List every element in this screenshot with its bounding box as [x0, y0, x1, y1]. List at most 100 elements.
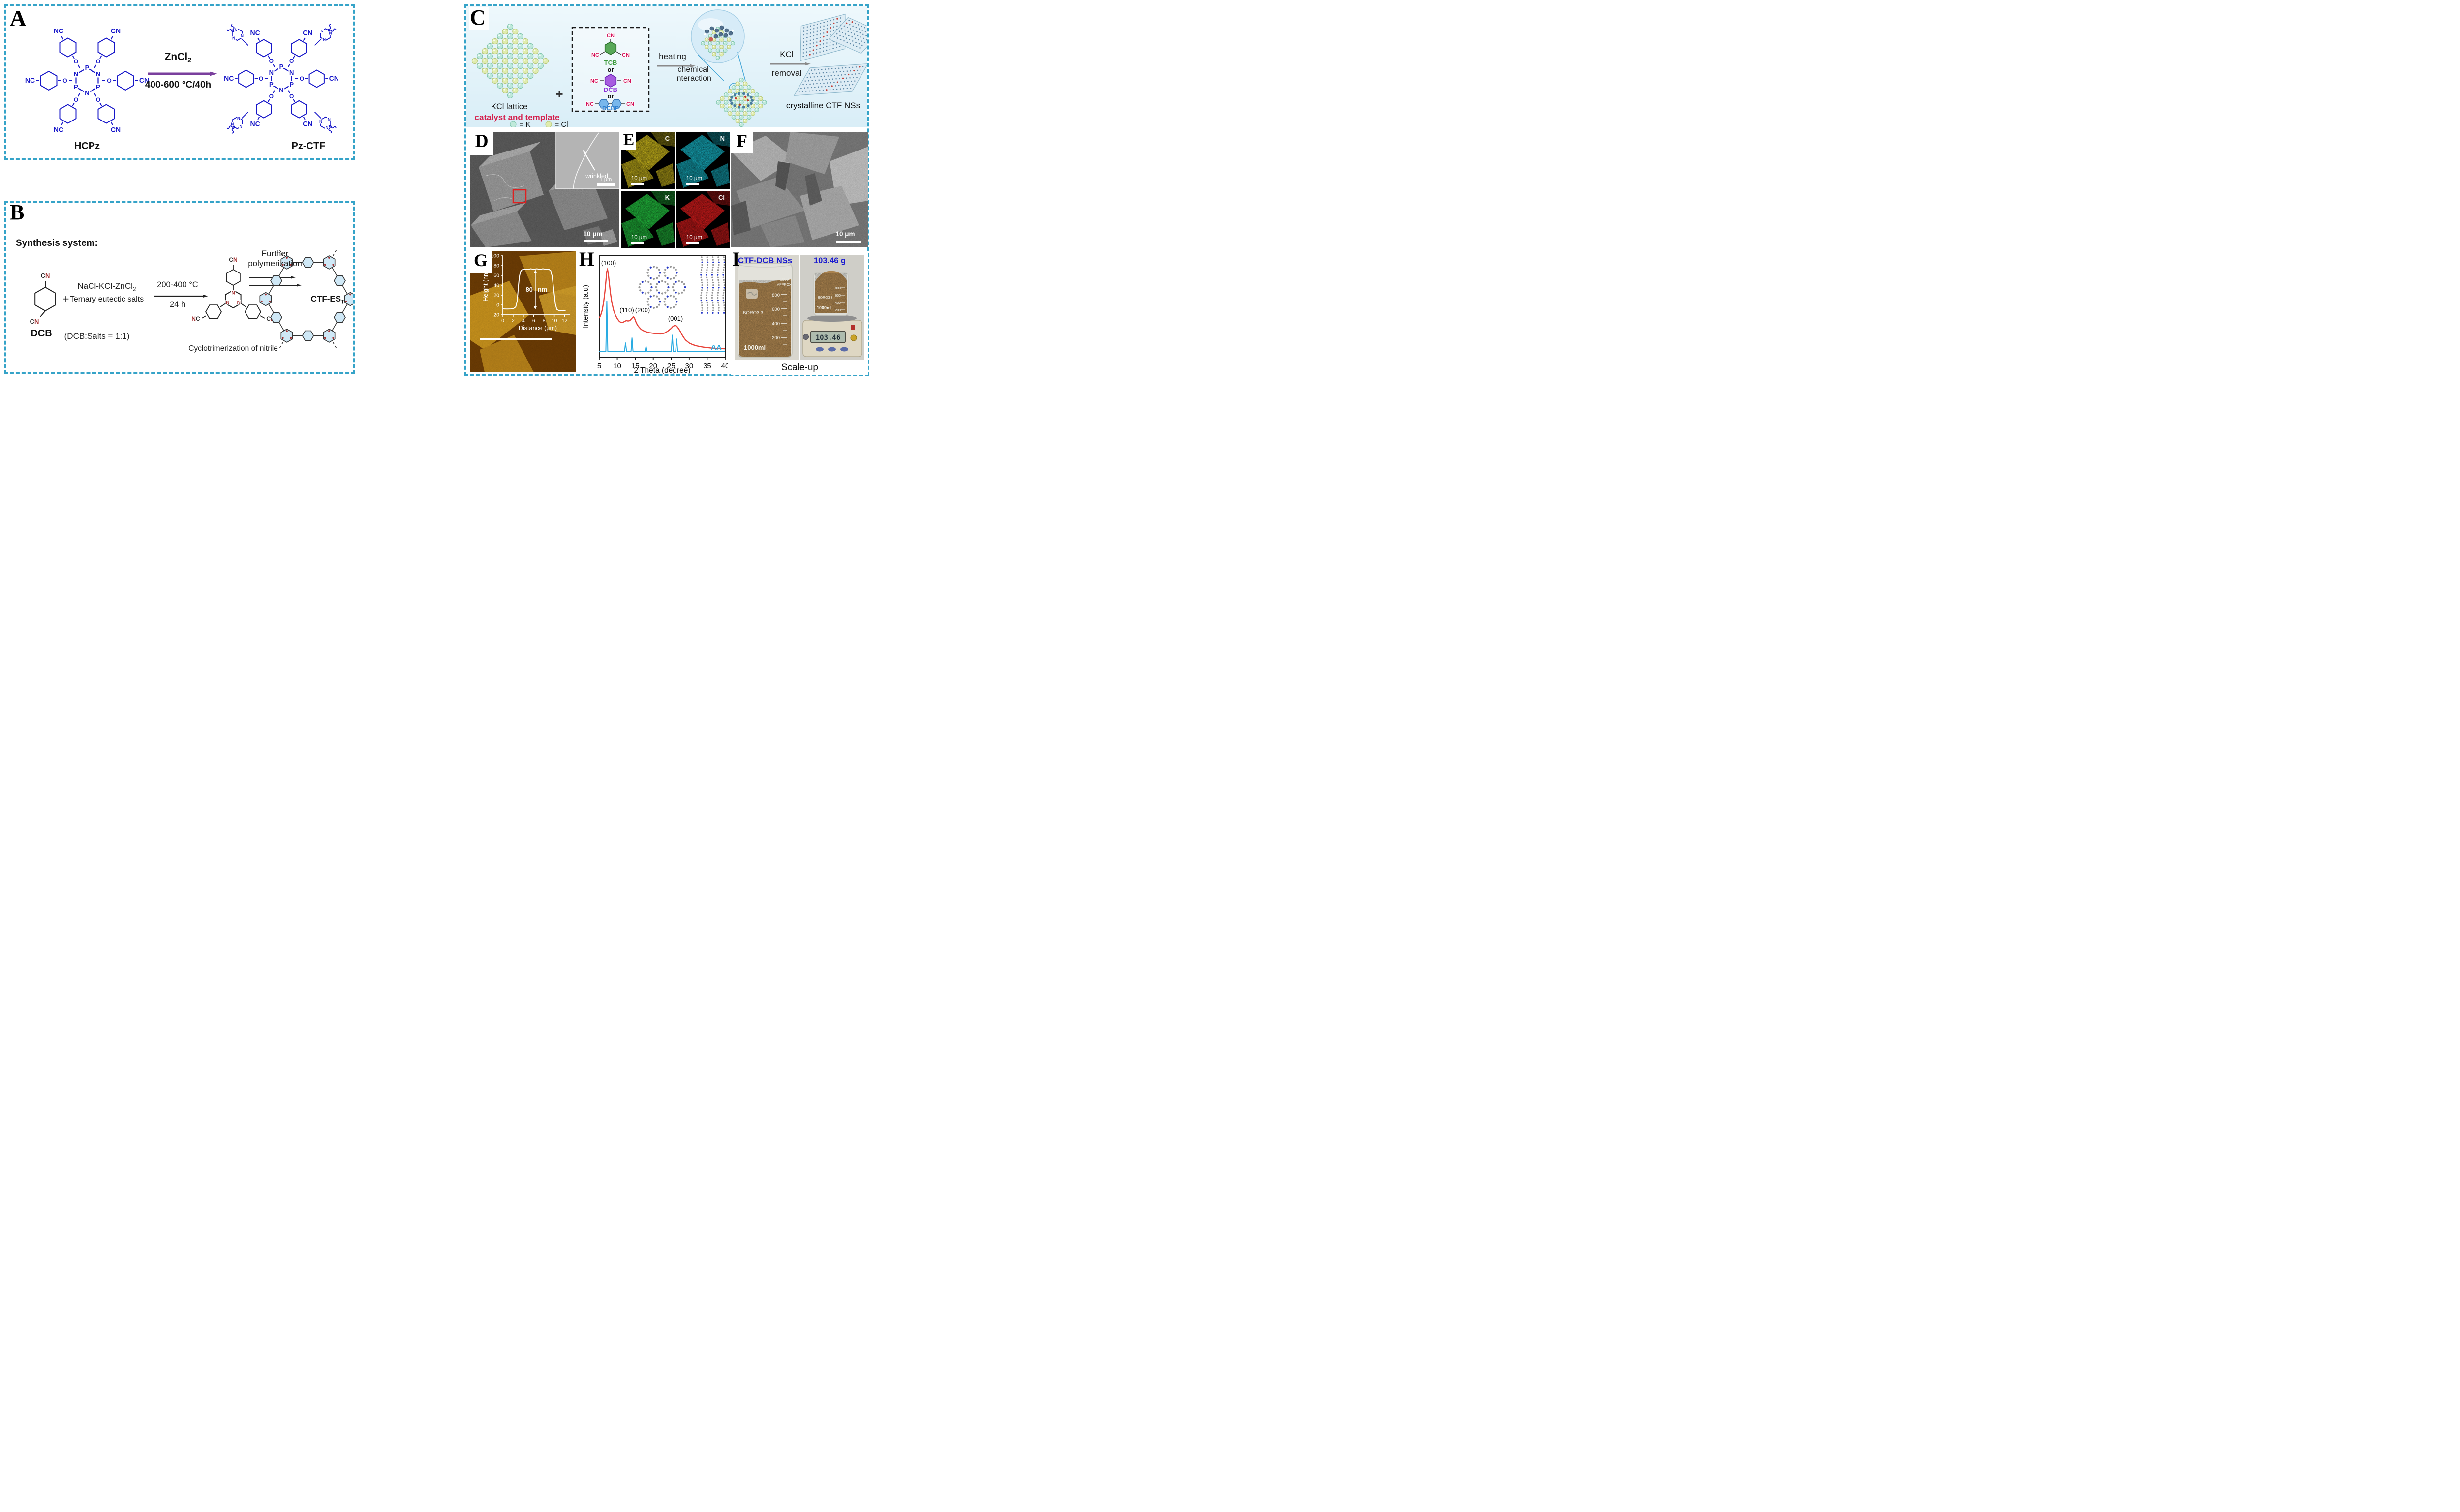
synthesis-system-title: Synthesis system: — [16, 238, 98, 248]
svg-text:CN: CN — [329, 74, 339, 82]
svg-text:O: O — [259, 75, 263, 82]
svg-text:30: 30 — [685, 362, 694, 370]
sample-mass: 103.46 g — [814, 256, 846, 265]
panel-a-label: A — [10, 5, 27, 30]
svg-text:CN: CN — [622, 52, 630, 58]
product-name: Pz-CTF — [291, 141, 326, 151]
salts-caption: Ternary eutectic salts — [69, 295, 144, 303]
further-line1: Further — [261, 249, 289, 258]
svg-text:O: O — [74, 58, 78, 65]
svg-text:Cl: Cl — [718, 194, 725, 201]
svg-text:O: O — [289, 93, 294, 100]
svg-text:5: 5 — [597, 362, 601, 370]
svg-text:interaction: interaction — [675, 74, 711, 83]
svg-text:N: N — [237, 300, 241, 305]
svg-text:N: N — [279, 87, 283, 94]
svg-text:catalyst and template: catalyst and template — [475, 113, 560, 122]
svg-text:AA: AA — [711, 343, 722, 352]
svg-text:20: 20 — [493, 293, 499, 299]
svg-text:removal: removal — [772, 68, 801, 78]
svg-text:P: P — [279, 63, 284, 70]
svg-text:wrinkled: wrinkled — [585, 173, 608, 180]
svg-text:0: 0 — [496, 302, 499, 308]
svg-text:N: N — [323, 37, 326, 42]
svg-text:BORO3.3: BORO3.3 — [743, 310, 763, 316]
svg-text:600: 600 — [772, 307, 780, 312]
panel-e-label-chip: E — [621, 132, 636, 150]
svg-text:O: O — [96, 58, 100, 65]
svg-text:P: P — [96, 83, 100, 91]
svg-text:KCl lattice: KCl lattice — [491, 102, 527, 111]
svg-text:8: 8 — [543, 318, 546, 324]
svg-text:12: 12 — [562, 318, 568, 324]
svg-text:N: N — [232, 36, 235, 40]
panel-b-label: B — [10, 200, 25, 224]
svg-text:(200): (200) — [635, 306, 650, 314]
svg-text:CN: CN — [607, 33, 615, 39]
svg-text:N: N — [329, 31, 332, 36]
svg-text:N: N — [720, 135, 725, 142]
panel-i-drawing: 8006004002001000APPROXBORO3.31000ml103.4… — [735, 255, 864, 360]
svg-text:KCl: KCl — [780, 50, 793, 59]
svg-text:O: O — [74, 96, 78, 103]
svg-text:N: N — [239, 124, 242, 129]
panel-f-label: F — [737, 132, 747, 151]
svg-text:NC: NC — [250, 120, 260, 127]
panel-c-label: C — [469, 7, 489, 30]
scaleup-caption: Scale-up — [781, 363, 818, 373]
svg-text:80: 80 — [493, 263, 499, 269]
svg-text:NC: NC — [191, 315, 200, 322]
svg-text:O: O — [269, 58, 274, 64]
svg-text:P: P — [269, 81, 274, 88]
svg-text:(100): (100) — [601, 259, 616, 267]
svg-text:10: 10 — [552, 318, 557, 324]
svg-text:6: 6 — [532, 318, 535, 324]
svg-text:+: + — [555, 87, 563, 101]
svg-text:103.46: 103.46 — [816, 334, 841, 342]
svg-text:BORO3.3: BORO3.3 — [818, 296, 832, 300]
svg-text:80: 80 — [525, 286, 532, 293]
reaction-conditions: 400-600 °C/40h — [145, 80, 212, 90]
svg-text:P: P — [74, 83, 78, 91]
svg-text:or: or — [608, 66, 614, 73]
svg-text:N: N — [85, 90, 89, 97]
condition-bottom: 24 h — [169, 300, 186, 309]
svg-text:600: 600 — [835, 294, 841, 298]
svg-text:CN: CN — [623, 78, 631, 84]
svg-text:N: N — [96, 70, 100, 78]
svg-text:800: 800 — [772, 293, 780, 298]
svg-text:(001): (001) — [668, 315, 683, 322]
svg-text:NC: NC — [224, 74, 234, 82]
panel-i-label: I — [732, 248, 740, 270]
svg-text:P: P — [289, 81, 294, 88]
svg-text:(110): (110) — [619, 306, 634, 314]
svg-text:CN: CN — [303, 120, 312, 127]
svg-text:10 μm: 10 μm — [631, 176, 647, 181]
panel-d-label-chip: D — [470, 132, 493, 155]
svg-text:10 μm: 10 μm — [631, 235, 647, 241]
svg-text:N: N — [319, 120, 322, 124]
svg-text:10: 10 — [613, 362, 621, 370]
svg-text:N: N — [269, 69, 274, 76]
svg-text:or: or — [608, 92, 614, 100]
svg-text:200: 200 — [772, 335, 780, 341]
svg-text:0: 0 — [501, 318, 504, 324]
svg-text:100: 100 — [491, 253, 499, 259]
panel-e-label: E — [623, 131, 635, 149]
svg-text:N: N — [241, 34, 244, 38]
product-ctf-es: CTF-EST — [310, 294, 345, 305]
svg-text:= K: = K — [520, 121, 531, 127]
svg-text:15: 15 — [631, 362, 640, 370]
svg-text:O: O — [107, 77, 111, 84]
